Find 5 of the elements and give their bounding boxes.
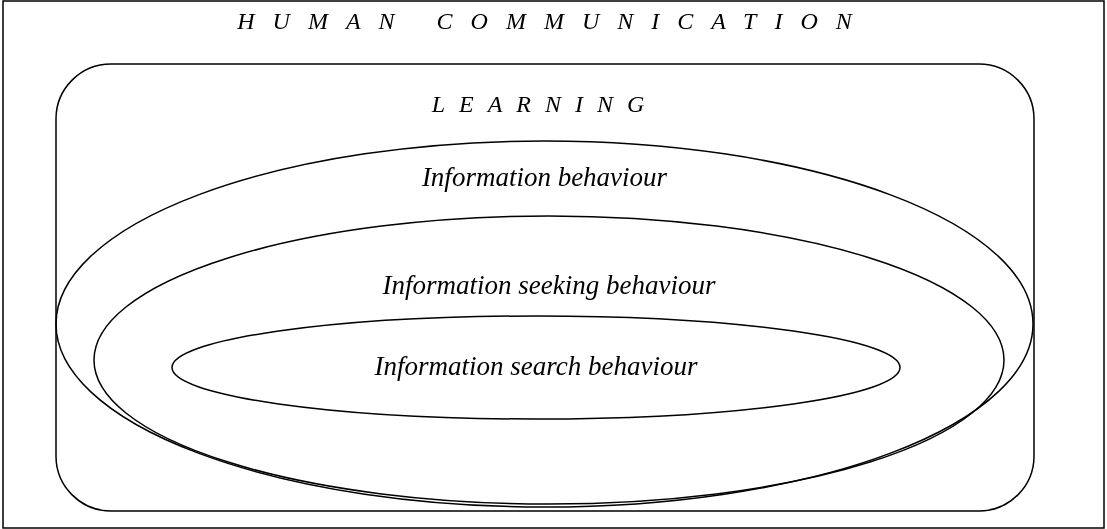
heading: LEARNING bbox=[431, 91, 659, 118]
ellipse-label: Information seeking behaviour bbox=[382, 270, 716, 301]
heading: HUMAN COMMUNICATION bbox=[237, 8, 870, 35]
ellipse-label: Information behaviour bbox=[421, 162, 668, 193]
ellipse-label: Information search behaviour bbox=[374, 351, 698, 382]
